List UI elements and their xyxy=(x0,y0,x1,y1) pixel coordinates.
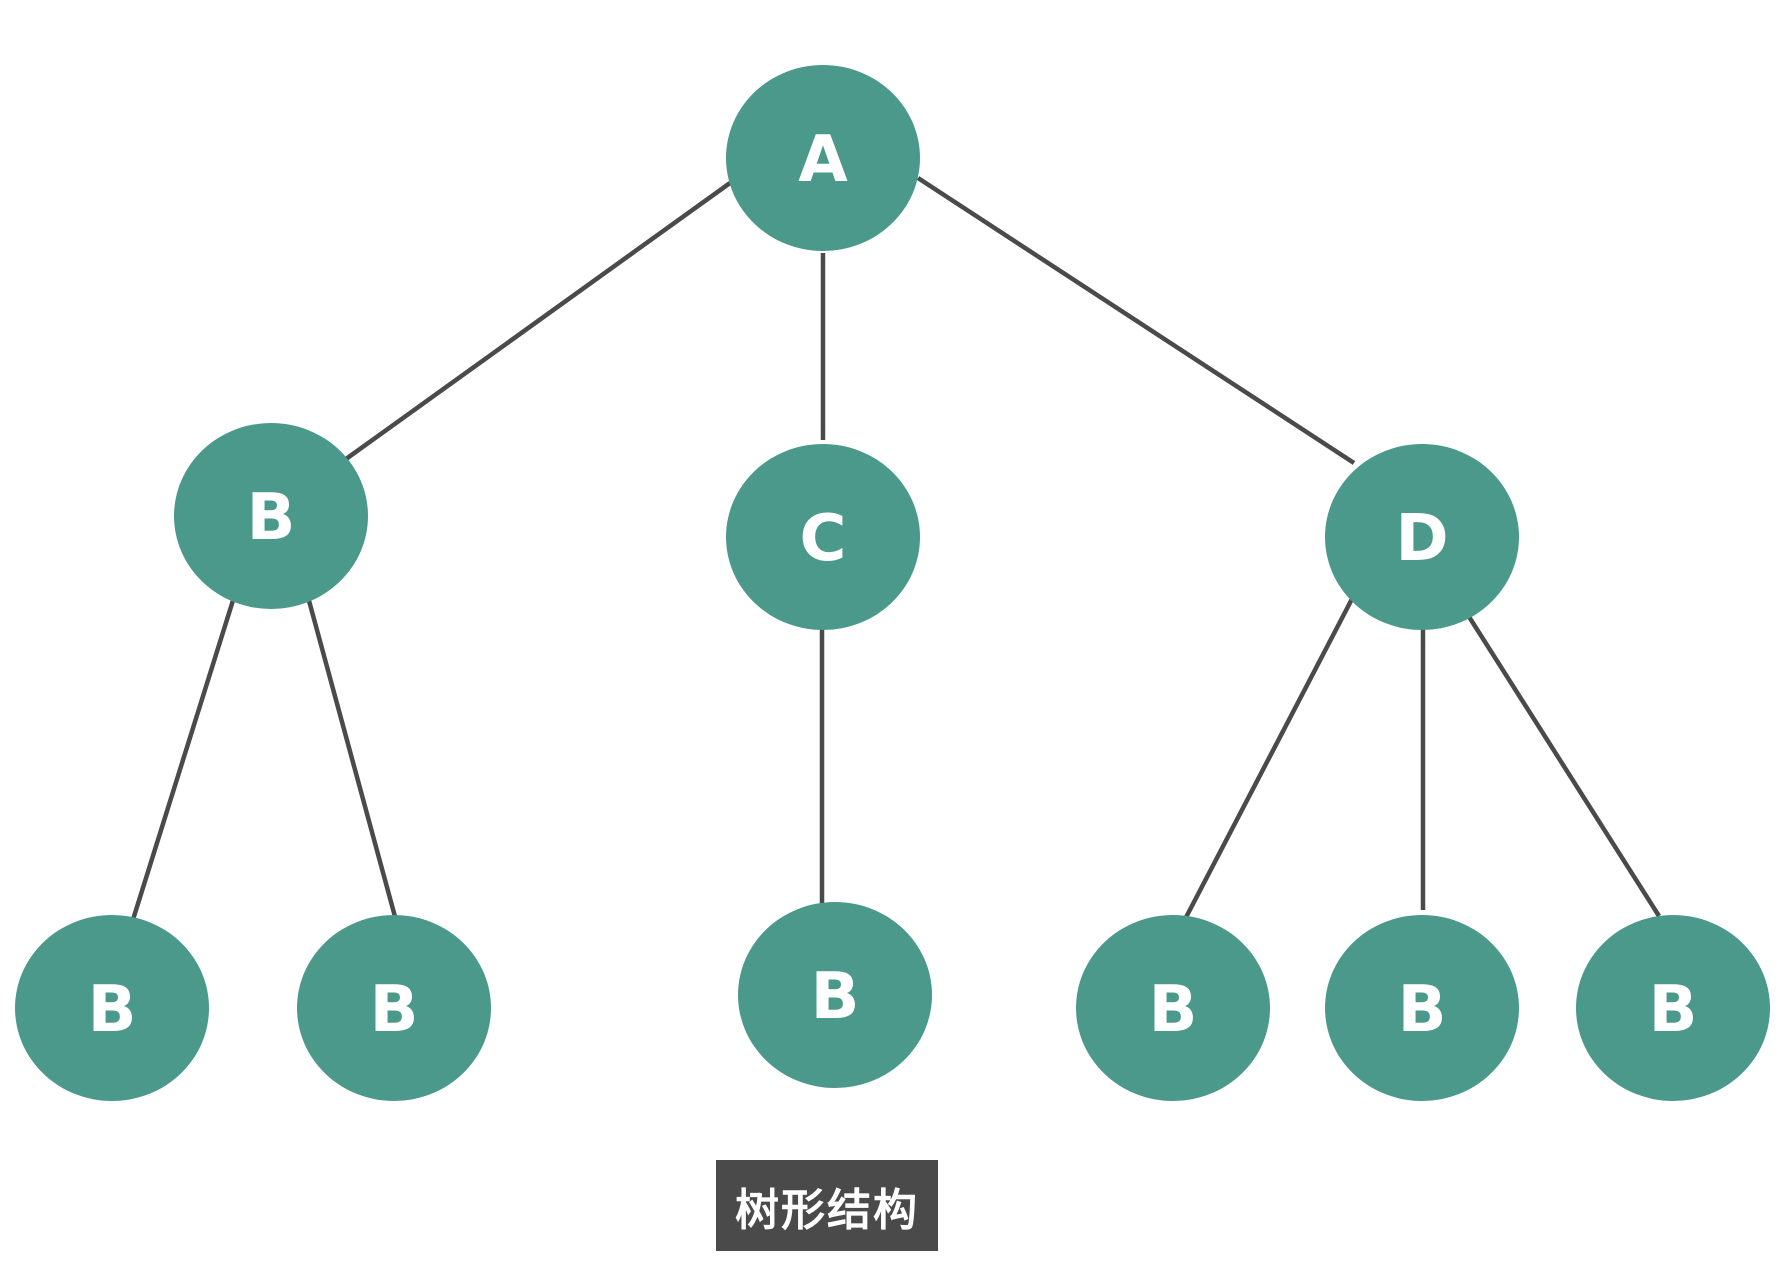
edge-b1-b2 xyxy=(128,593,238,927)
edge-b1-b3 xyxy=(305,596,400,925)
node-c: C xyxy=(726,444,920,630)
node-label: B xyxy=(1398,973,1447,1047)
node-circle xyxy=(1325,444,1519,630)
node-a: A xyxy=(726,65,920,251)
node-circle xyxy=(15,915,209,1101)
edge-d-b5 xyxy=(1180,595,1355,927)
node-circle xyxy=(738,902,932,1088)
edge-a-b1 xyxy=(344,181,732,461)
node-b5: B xyxy=(1076,915,1270,1101)
node-label: B xyxy=(88,973,137,1047)
node-label: B xyxy=(247,481,296,555)
node-b2: B xyxy=(15,915,209,1101)
node-label: B xyxy=(1149,973,1198,1047)
diagram-caption: 树形结构 xyxy=(735,1184,919,1236)
node-label: B xyxy=(370,973,419,1047)
edge-a-d xyxy=(916,176,1356,465)
node-circle xyxy=(1325,915,1519,1101)
node-label: C xyxy=(800,502,847,576)
node-label: B xyxy=(1649,973,1698,1047)
edge-d-b7 xyxy=(1464,610,1661,918)
node-circle xyxy=(726,65,920,251)
caption-box: 树形结构 xyxy=(716,1160,938,1251)
node-label: A xyxy=(798,123,848,197)
node-circle xyxy=(297,915,491,1101)
node-d: D xyxy=(1325,444,1519,630)
node-circle xyxy=(1076,915,1270,1101)
node-b3: B xyxy=(297,915,491,1101)
node-b6: B xyxy=(1325,915,1519,1101)
node-b1: B xyxy=(174,423,368,609)
node-label: B xyxy=(811,960,860,1034)
nodes-layer: A B C D B B B B B B xyxy=(15,65,1770,1101)
node-circle xyxy=(1576,915,1770,1101)
node-label: D xyxy=(1395,502,1448,576)
node-b4: B xyxy=(738,902,932,1088)
node-circle xyxy=(726,444,920,630)
node-b7: B xyxy=(1576,915,1770,1101)
node-circle xyxy=(174,423,368,609)
edges-layer xyxy=(128,176,1661,927)
